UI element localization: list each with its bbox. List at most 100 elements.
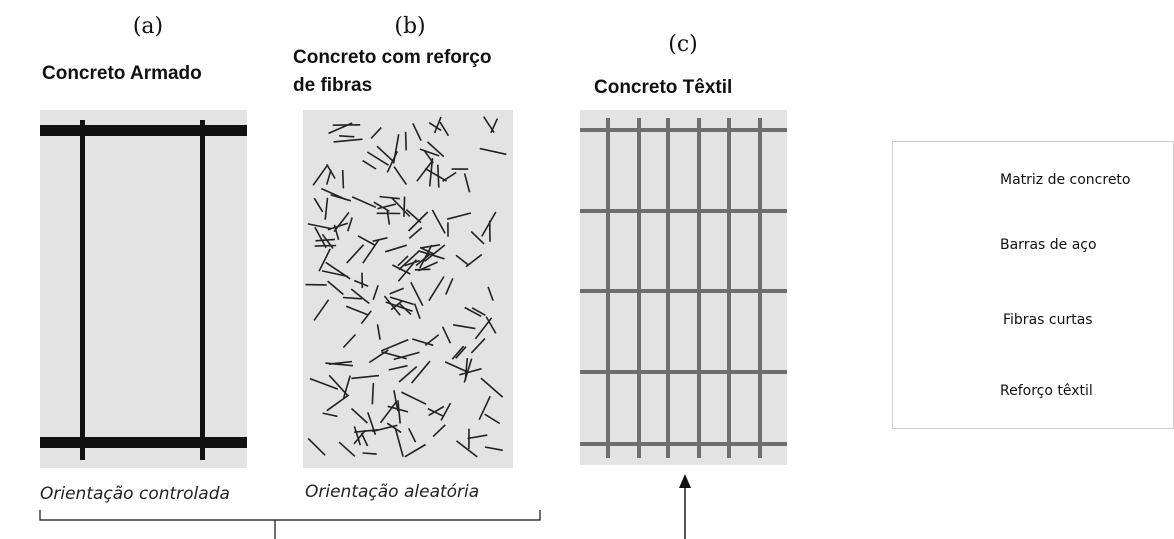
fiber — [368, 349, 389, 364]
fiber — [386, 422, 402, 434]
textile-yarn-vertical — [637, 118, 641, 458]
fiber — [333, 211, 350, 233]
fiber — [354, 429, 379, 433]
fiber — [341, 169, 345, 189]
fiber — [424, 167, 448, 182]
fiber — [390, 300, 403, 311]
fiber — [381, 351, 407, 360]
fiber — [471, 307, 486, 316]
fiber — [403, 196, 406, 217]
fiber — [397, 255, 409, 267]
legend-label-fibers: Fibras curtas — [1003, 312, 1093, 328]
textile-yarn-vertical — [727, 118, 731, 458]
fiber — [393, 351, 420, 361]
fiber — [342, 296, 362, 300]
fiber — [428, 405, 445, 417]
fiber — [464, 306, 482, 318]
fiber — [445, 277, 454, 295]
textile-yarn-horizontal — [580, 128, 787, 132]
fiber — [373, 201, 390, 212]
fiber — [490, 118, 499, 134]
fiber — [393, 390, 399, 412]
fiber — [328, 360, 353, 365]
panel-c-title: Concreto Têxtil — [594, 77, 733, 98]
fiber — [353, 426, 362, 446]
panel-a-drawing — [40, 110, 247, 468]
fiber — [350, 407, 368, 424]
fiber — [350, 288, 370, 305]
fiber — [307, 437, 326, 456]
fiber — [324, 197, 329, 220]
fiber — [397, 400, 401, 424]
fiber — [318, 248, 331, 272]
fiber — [442, 171, 457, 182]
fiber — [315, 238, 336, 242]
textile-yarn-horizontal — [580, 209, 787, 213]
fiber — [455, 254, 469, 266]
fiber — [424, 244, 446, 263]
fiber — [404, 131, 407, 151]
fiber — [389, 296, 414, 306]
steel-bar-bottom — [40, 437, 247, 448]
fiber — [388, 364, 408, 371]
fiber — [325, 169, 332, 185]
fiber — [380, 338, 409, 352]
fiber — [404, 259, 420, 267]
legend-label-matrix: Matriz de concreto — [1000, 172, 1131, 188]
fiber — [459, 367, 482, 376]
fiber — [390, 196, 411, 218]
fiber — [342, 375, 351, 399]
steel-bar-right — [200, 120, 205, 460]
fiber — [408, 226, 423, 240]
fiber — [392, 264, 411, 275]
fiber — [353, 429, 367, 445]
panel-b-title: Concreto com reforço de fibras — [293, 44, 491, 100]
fiber — [433, 116, 442, 134]
fiber — [338, 441, 356, 457]
fiber — [463, 173, 471, 193]
fiber — [467, 434, 488, 440]
fiber — [376, 324, 381, 340]
fiber — [418, 244, 433, 269]
fiber — [412, 122, 422, 141]
fiber — [444, 361, 469, 373]
fiber — [346, 217, 353, 232]
fiber — [398, 250, 420, 271]
fiber — [419, 148, 440, 157]
textile-yarn-vertical — [697, 118, 701, 458]
fiber — [376, 145, 394, 163]
fiber — [321, 270, 348, 278]
fiber — [412, 338, 434, 347]
fiber — [487, 286, 494, 301]
fiber — [313, 299, 330, 321]
fiber — [470, 338, 486, 354]
fiber — [372, 284, 379, 300]
fiber — [351, 374, 380, 380]
legend-label-textile: Reforço têxtil — [1000, 383, 1093, 399]
fiber — [421, 244, 441, 249]
textile-grid — [580, 118, 787, 458]
fiber — [413, 303, 421, 319]
textile-yarn-horizontal — [580, 370, 787, 374]
fiber — [479, 147, 507, 156]
fiber — [407, 427, 417, 443]
fiber — [326, 394, 350, 412]
panel-c-drawing — [580, 110, 787, 465]
fiber — [408, 211, 429, 232]
textile-yarn-vertical — [666, 118, 670, 458]
fiber — [379, 195, 400, 200]
fiber — [484, 446, 503, 452]
fiber — [427, 407, 444, 418]
fiber — [440, 402, 452, 421]
fiber — [428, 158, 434, 187]
fiber — [387, 405, 409, 413]
fiber — [398, 365, 418, 383]
fiber — [351, 196, 377, 209]
fiber — [441, 326, 452, 344]
fiber — [366, 151, 389, 166]
short-fibers — [305, 116, 507, 458]
fiber — [312, 164, 329, 186]
fiber — [446, 212, 472, 220]
fiber — [321, 187, 347, 201]
fiber — [353, 279, 369, 288]
